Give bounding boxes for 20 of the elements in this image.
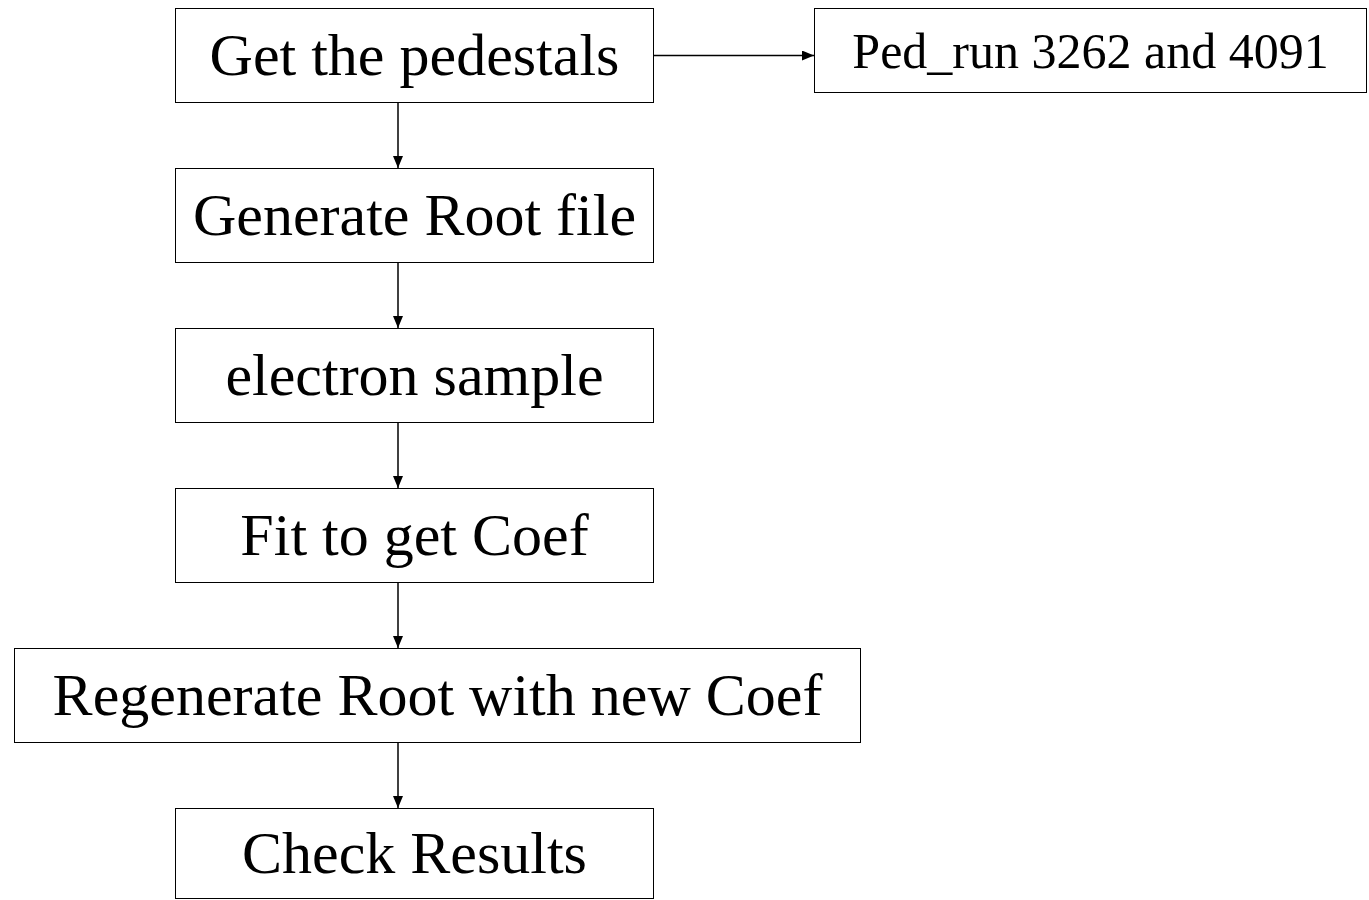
process-box xyxy=(14,648,861,743)
process-box xyxy=(175,808,654,899)
arrow xyxy=(393,262,403,329)
arrow xyxy=(393,422,403,489)
arrow xyxy=(393,102,403,169)
box-text: Regenerate Root with new Coef xyxy=(52,661,823,730)
process-box xyxy=(175,328,654,423)
arrow xyxy=(393,742,403,809)
arrow xyxy=(393,582,403,649)
box-text: electron sample xyxy=(225,341,604,410)
arrow xyxy=(653,50,815,61)
box-text: Generate Root file xyxy=(192,181,637,250)
box-text: Check Results xyxy=(242,819,587,888)
process-box xyxy=(814,8,1367,93)
box-text: Get the pedestals xyxy=(209,21,620,90)
process-box xyxy=(175,8,654,103)
box-text: Fit to get Coef xyxy=(240,501,589,570)
process-box xyxy=(175,168,654,263)
process-box xyxy=(175,488,654,583)
box-text: Ped_run 3262 and 4091 xyxy=(852,21,1329,80)
